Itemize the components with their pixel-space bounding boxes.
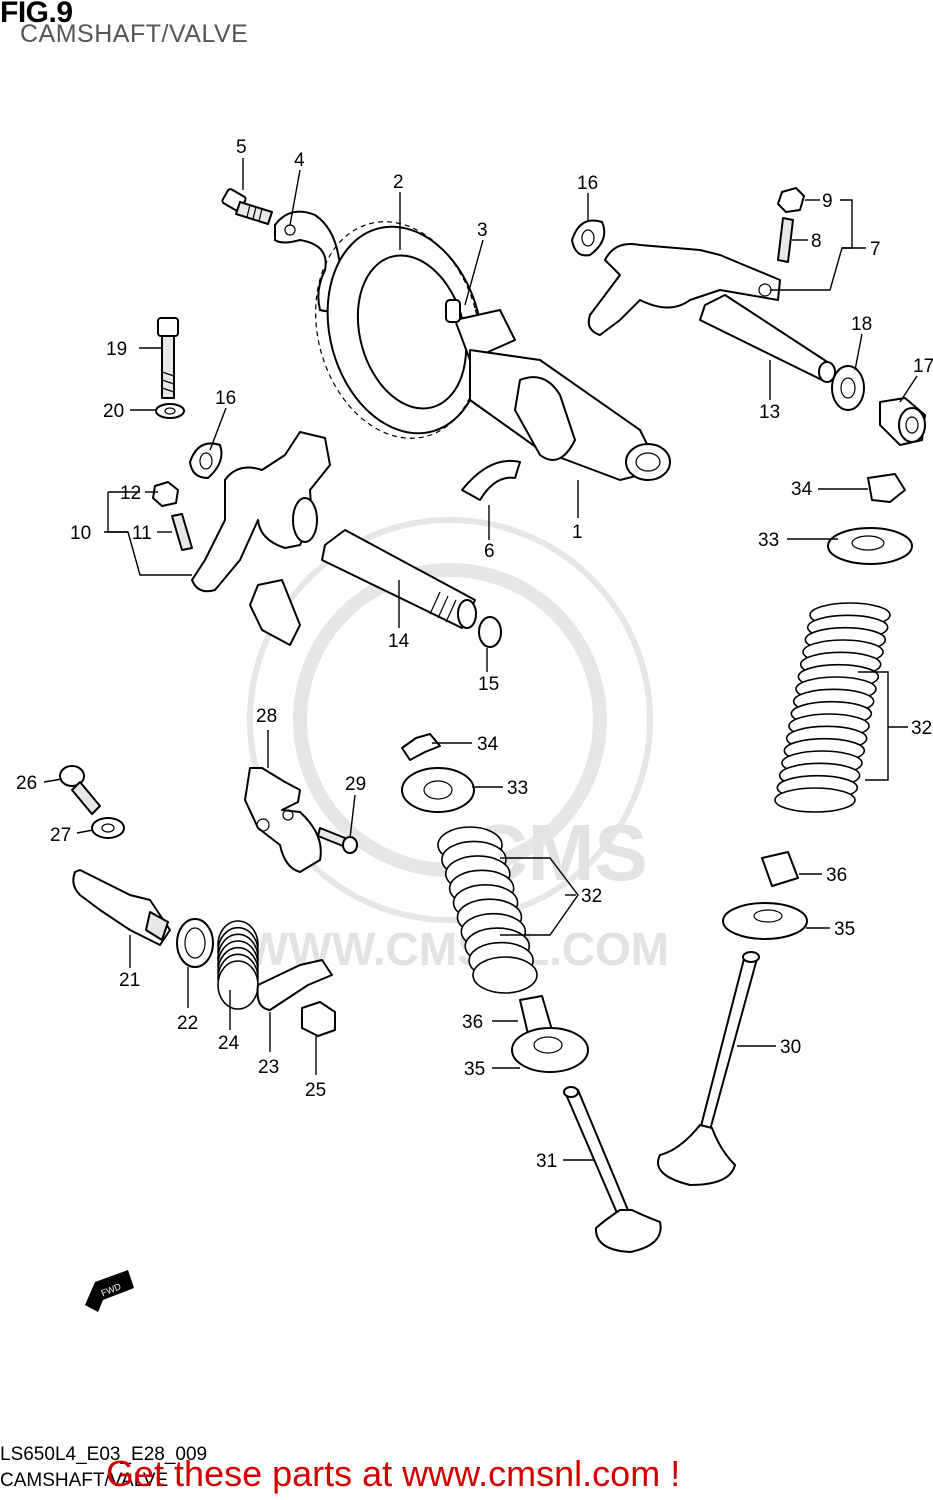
part-16-cap-left [189,442,223,479]
callout-30: 30 [780,1037,801,1058]
callout-23: 23 [258,1057,279,1078]
callout-numbers: 5 4 2 3 16 9 8 7 18 17 13 19 20 16 12 11… [16,137,933,1172]
part-23-plate [256,959,333,1011]
footer-subtitle: CAMSHAFT/VALVE [0,1470,169,1491]
part-6-half-ring [461,459,521,501]
callout-9: 9 [822,191,833,212]
part-25-nut [301,1001,336,1037]
part-24-spring [217,920,259,1010]
part-3-pin [445,299,461,323]
callout-4: 4 [294,150,305,171]
figure-label: FIG.9 [0,0,73,29]
part-8-adjust-screw [777,217,794,263]
part-26-bolt [59,765,101,815]
callout-34-right: 34 [791,479,813,500]
callout-21: 21 [119,970,140,991]
part-2-sprocket [315,221,484,439]
part-32-valve-spring-center [437,826,538,994]
part-33-retainer-right [827,527,913,565]
part-13-rocker-shaft [699,294,833,381]
part-7-rocker-arm [587,243,781,336]
part-12-nut [152,481,179,507]
callout-16-top: 16 [577,173,598,194]
part-35-spring-seat-center [511,1027,589,1073]
callout-16-left: 16 [215,388,236,409]
part-36-stem-seal-right [761,851,799,887]
part-9-nut [777,187,805,213]
fwd-arrow-icon: FWD [85,1270,134,1312]
callout-27: 27 [50,825,71,846]
callout-35-right: 35 [834,919,855,940]
part-34-cotter-center [401,733,441,761]
callout-6: 6 [484,541,495,562]
part-28-bracket [244,767,322,873]
get-parts-link[interactable]: Get these parts at www.cmsnl.com ! [106,1453,681,1494]
callout-10: 10 [70,523,91,544]
callout-34-center: 34 [477,734,499,755]
part-19-bolt [157,317,179,399]
callout-24: 24 [218,1033,240,1054]
diagram-code: LS650L4_E03_E28_009 [0,1444,208,1465]
callout-8: 8 [811,231,822,252]
callout-26: 26 [16,773,37,794]
part-11-adjust-screw [171,513,193,551]
callout-33-right: 33 [758,530,779,551]
part-4-plate [274,210,342,313]
callout-3: 3 [477,220,488,241]
callout-29: 29 [345,774,366,795]
callout-28: 28 [256,706,277,727]
callout-15: 15 [478,674,499,695]
figure-title: CAMSHAFT/VALVE [20,20,249,48]
callout-32-right: 32 [911,718,932,739]
part-22-ring [176,918,214,968]
callout-11: 11 [132,523,152,544]
callout-33-center: 33 [507,778,528,799]
part-31-intake-valve [563,1086,662,1253]
callout-13: 13 [759,402,780,423]
callout-14: 14 [388,631,410,652]
callout-19: 19 [106,339,127,360]
part-30-exhaust-valve [657,951,760,1186]
part-16-cap-top [571,219,606,257]
callout-18: 18 [851,314,872,335]
part-20-washer [155,403,185,419]
callout-17: 17 [913,356,933,377]
callout-36-right: 36 [826,865,847,886]
part-15-o-ring [478,616,502,648]
callout-36-center: 36 [462,1012,483,1033]
callout-1: 1 [572,522,583,543]
callout-25: 25 [305,1080,326,1101]
leader-lines [43,158,918,1161]
callout-32-center: 32 [581,886,602,907]
callout-20: 20 [103,401,124,422]
part-27-washer [91,817,125,839]
callout-35-center: 35 [464,1059,485,1080]
part-14-rocker-shaft [321,529,477,629]
part-34-cotter-right [867,473,906,503]
part-32-valve-spring-right [774,602,891,813]
part-1-camshaft [454,309,671,481]
part-5-bolt [221,188,273,225]
callout-12: 12 [120,483,141,504]
part-33-retainer-center [401,767,475,813]
callout-5: 5 [236,137,247,158]
callout-2: 2 [393,172,404,193]
part-18-washer [831,365,865,411]
callout-31: 31 [536,1151,557,1172]
part-35-spring-seat-right [722,902,808,940]
part-17-plug [879,397,926,446]
part-10-rocker-arm [191,431,331,646]
part-21-tensioner [72,869,171,946]
callout-7: 7 [870,239,881,260]
callout-22: 22 [177,1013,198,1034]
